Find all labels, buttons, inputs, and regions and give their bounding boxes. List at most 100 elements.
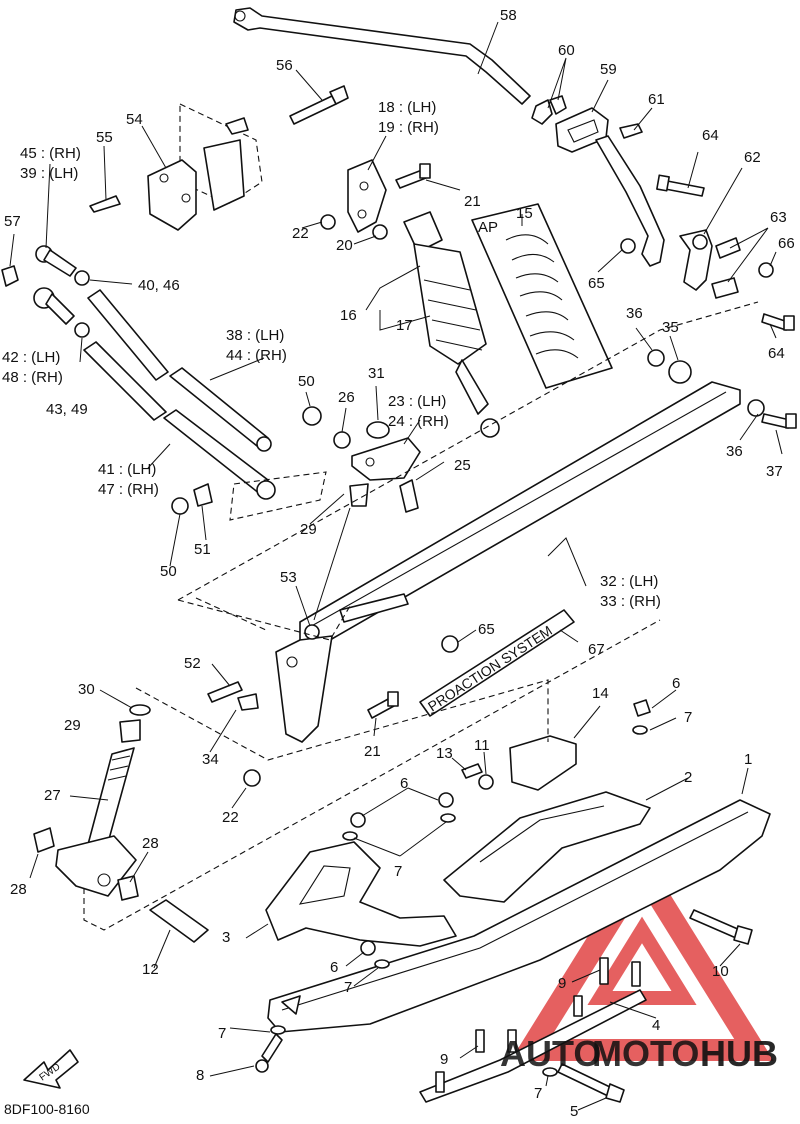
callout-62: 62 [744, 149, 761, 166]
bushing-50-bottom [171, 497, 189, 515]
collar-35 [668, 360, 692, 384]
bolt-55 [89, 195, 121, 213]
ski-3-handle [265, 841, 457, 947]
bushing-28-left [33, 827, 55, 853]
callout-9-left: 9 [440, 1051, 448, 1068]
bolt-5 [557, 1063, 625, 1103]
callout-37: 37 [766, 463, 783, 480]
ap-label: AP [478, 219, 498, 236]
watermark-text: AUTO MOTO HUB [500, 1033, 778, 1074]
callout-7-low: 7 [344, 979, 352, 996]
callout-42: 42 : (LH) [2, 349, 60, 366]
callout-38: 38 : (LH) [226, 327, 284, 344]
bushing-50-top [302, 406, 322, 426]
callout-36-bottom: 36 [726, 443, 743, 460]
callout-60: 60 [558, 42, 575, 59]
torque-rod-58 [233, 7, 531, 105]
nut-6-left [350, 812, 366, 828]
callout-45: 45 : (RH) [20, 145, 81, 162]
callout-34: 34 [202, 751, 219, 768]
watermark-part2: MOTO [592, 1033, 699, 1074]
callout-53: 53 [280, 569, 297, 586]
watermark-part3: HUB [700, 1033, 778, 1074]
callout-66: 66 [778, 235, 795, 252]
nut-22-top [320, 214, 336, 230]
watermark-triangle-inner [587, 916, 697, 1005]
ball-joint-45 [35, 245, 77, 277]
callout-17: 17 [396, 317, 413, 334]
callout-7-bottom: 7 [534, 1085, 542, 1102]
damper-2 [443, 791, 651, 903]
bolt-10 [689, 909, 753, 945]
callout-48: 48 : (RH) [2, 369, 63, 386]
callout-21-top: 21 [464, 193, 481, 210]
grease-nipple-34 [237, 693, 259, 711]
leader-lines [9, 21, 783, 1111]
washer-7-low [374, 959, 390, 969]
callout-4: 4 [652, 1017, 660, 1034]
callout-1: 1 [744, 751, 752, 768]
wear-bar-4 [419, 989, 647, 1103]
callout-30: 30 [78, 681, 95, 698]
callout-7-mid: 7 [394, 863, 402, 880]
watermark-triangle-outer [510, 849, 774, 1061]
washer-36-bottom [747, 399, 765, 417]
callout-6-mid: 6 [400, 775, 408, 792]
bushing-ski [435, 1071, 445, 1093]
callout-9-right: 9 [558, 975, 566, 992]
nut-6-top [633, 699, 651, 717]
callout-67: 67 [588, 641, 605, 658]
callout-65-top: 65 [588, 275, 605, 292]
callout-11: 11 [474, 737, 490, 754]
callout-29-top: 29 [300, 521, 317, 538]
callout-33: 33 : (RH) [600, 593, 661, 610]
nut-11 [478, 774, 494, 790]
stopper-14 [509, 735, 577, 791]
callout-20: 20 [336, 237, 353, 254]
dashed-spindle-outline [83, 619, 661, 931]
spindle-27 [55, 747, 137, 897]
callout-51: 51 [194, 541, 211, 558]
callout-58: 58 [500, 7, 517, 24]
callout-64-bottom: 64 [768, 345, 785, 362]
callout-24: 24 : (RH) [388, 413, 449, 430]
nut-6-mid [438, 792, 454, 808]
callout-36-top: 36 [626, 305, 643, 322]
washer-7-mid [440, 813, 456, 823]
bolt-56 [289, 85, 349, 125]
callout-3: 3 [222, 929, 230, 946]
bolt-37 [761, 413, 797, 429]
callout-31: 31 [368, 365, 385, 382]
collar-51 [193, 483, 213, 507]
nut-65-mid [441, 635, 459, 653]
callout-27: 27 [44, 787, 61, 804]
callout-61: 61 [648, 91, 665, 108]
callout-22-mid: 22 [222, 809, 239, 826]
callout-6-low: 6 [330, 959, 338, 976]
bolt-21-top [395, 163, 431, 189]
callout-50-bottom: 50 [160, 563, 177, 580]
bolt-64-bottom [761, 313, 795, 331]
watermark-part1: AUTO [500, 1033, 601, 1074]
dashed-outline-arm [229, 471, 327, 521]
frame-mount-54 [147, 103, 263, 231]
callout-28-left: 28 [10, 881, 27, 898]
washer-7-top [632, 725, 648, 735]
spring-15-ap [471, 203, 613, 389]
nut-57 [1, 265, 19, 287]
callout-18: 18 : (LH) [378, 99, 436, 116]
callout-29-bottom: 29 [64, 717, 81, 734]
bolt-8 [255, 1033, 283, 1073]
bracket-18 [347, 159, 387, 233]
washer-7-ski [270, 1025, 286, 1035]
washer-7-left [342, 831, 358, 841]
callout-23: 23 : (LH) [388, 393, 446, 410]
slide-rail-32 [299, 381, 741, 641]
collar-12 [149, 899, 209, 943]
callout-64-top: 64 [702, 127, 719, 144]
callout-56: 56 [276, 57, 293, 74]
bracket-59 [531, 95, 609, 153]
callout-6-top: 6 [672, 675, 680, 692]
bushing-29-bottom [119, 719, 141, 743]
